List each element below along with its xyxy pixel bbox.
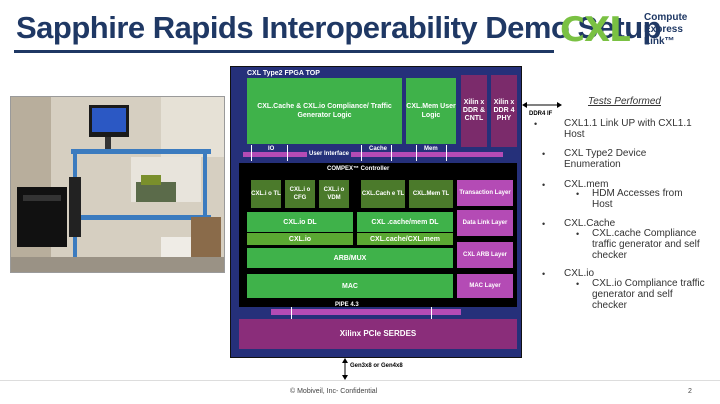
cxl-mem-tl-block: CXL.Mem TL [409,180,453,208]
bullet-icon: • [542,269,546,279]
user-interface-label: User Interface [307,151,352,157]
test-item-cxl-mem: CXL.mem [564,179,609,190]
cxl-cache-mem-bar: CXL.cache/CXL.mem [357,233,453,245]
footer-rule [0,380,720,381]
io-bus-label: IO [268,146,275,152]
logo-line-link: Link™ [644,36,675,47]
io-connector-2 [287,145,288,161]
mac-layer-label: MAC Layer [457,274,513,298]
cxl-io-bar: CXL.io [247,233,353,245]
photo-illustration [11,97,224,272]
cxl-logo: CXL Compute Express Link™ [560,10,710,50]
compliance-generator-block: CXL.Cache & CXL.io Compliance/ Traffic G… [247,78,402,144]
cache-connector [361,145,362,161]
cxl-logo-mark: CXL [560,10,631,50]
test-subitem-io-compliance: CXL.io Compliance traffic generator and … [592,278,705,311]
page-number: 2 [688,388,692,395]
cache-bus-label: Cache [369,146,388,152]
pipe-bus-bar [271,309,461,315]
sub-bullet-icon: • [576,189,580,199]
compex-controller-title: COMPEX™ Controller [327,166,390,172]
cxl-io-dl-block: CXL.io DL [247,212,353,232]
fpga-top-label: CXL Type2 FPGA TOP [247,70,320,77]
mem-connector-2 [446,145,447,161]
sub-bullet-icon: • [576,279,580,289]
gen-label: Gen3x8 or Gen4x8 [350,363,403,369]
cxl-arb-layer-label: CXL ARB Layer [457,242,513,268]
fpga-diagram: CXL Type2 FPGA TOP CXL.Cache & CXL.io Co… [230,66,522,358]
mem-connector [416,145,417,161]
pipe-label: PIPE 4.3 [335,302,359,308]
user-interface-bar [243,152,503,157]
cxl-cache-tl-block: CXL.Cach e TL [361,180,405,208]
gen-arrow [342,358,348,380]
test-subitem-hdm: HDM Accesses from Host [592,188,683,210]
xilinx-pcie-serdes-block: Xilinx PCIe SERDES [239,319,517,349]
cache-connector-2 [391,145,392,161]
xilinx-ddr-phy-block: Xilin x DDR 4 PHY [491,75,517,147]
bullet-icon: • [534,119,538,129]
pipe-connector [291,307,292,319]
test-item-link-up: CXL1.1 Link UP with CXL1.1 Host [564,118,692,140]
mac-block: MAC [247,274,453,298]
bullet-icon: • [542,219,546,229]
pipe-connector-2 [431,307,432,319]
slide-header: Sapphire Rapids Interoperability Demo Se… [0,0,720,60]
tests-title: Tests Performed [588,96,661,107]
footer-text: © Mobiveil, Inc- Confidential [290,388,378,395]
transaction-layer-label: Transaction Layer [457,180,513,206]
title-underline [14,50,554,53]
cxl-io-cfg-block: CXL.i o CFG [285,180,315,208]
bullet-icon: • [542,180,546,190]
ddr4-arrow [522,102,562,108]
cxl-cachemem-dl-block: CXL .cache/mem DL [357,212,453,232]
logo-line-compute: Compute [644,12,688,23]
data-link-layer-label: Data Link Layer [457,210,513,236]
ddr4-if-label: DDR4 IF [529,111,553,117]
cxl-logo-text: Compute Express Link™ [644,12,687,48]
arb-mux-block: ARB/MUX [247,248,453,268]
cxl-io-vdm-block: CXL.i o VDM [319,180,349,208]
logo-line-express: Express [644,24,683,35]
mem-user-logic-block: CXL.Mem User Logic [406,78,456,144]
test-subitem-cache-compliance: CXL.cache Compliance traffic generator a… [592,228,700,261]
sub-bullet-icon: • [576,229,580,239]
slide-title: Sapphire Rapids Interoperability Demo Se… [16,10,662,45]
bullet-icon: • [542,149,546,159]
test-item-enumeration: CXL Type2 Device Enumeration [564,148,647,170]
io-connector [251,145,252,161]
test-item-cxl-io: CXL.io [564,268,595,279]
cxl-io-tl-block: CXL.i o TL [251,180,281,208]
xilinx-ddr-cntl-block: Xilin x DDR & CNTL [461,75,487,147]
test-item-cxl-cache: CXL.Cache [564,218,616,229]
lab-bench-photo [10,96,225,273]
mem-bus-label: Mem [424,146,438,152]
